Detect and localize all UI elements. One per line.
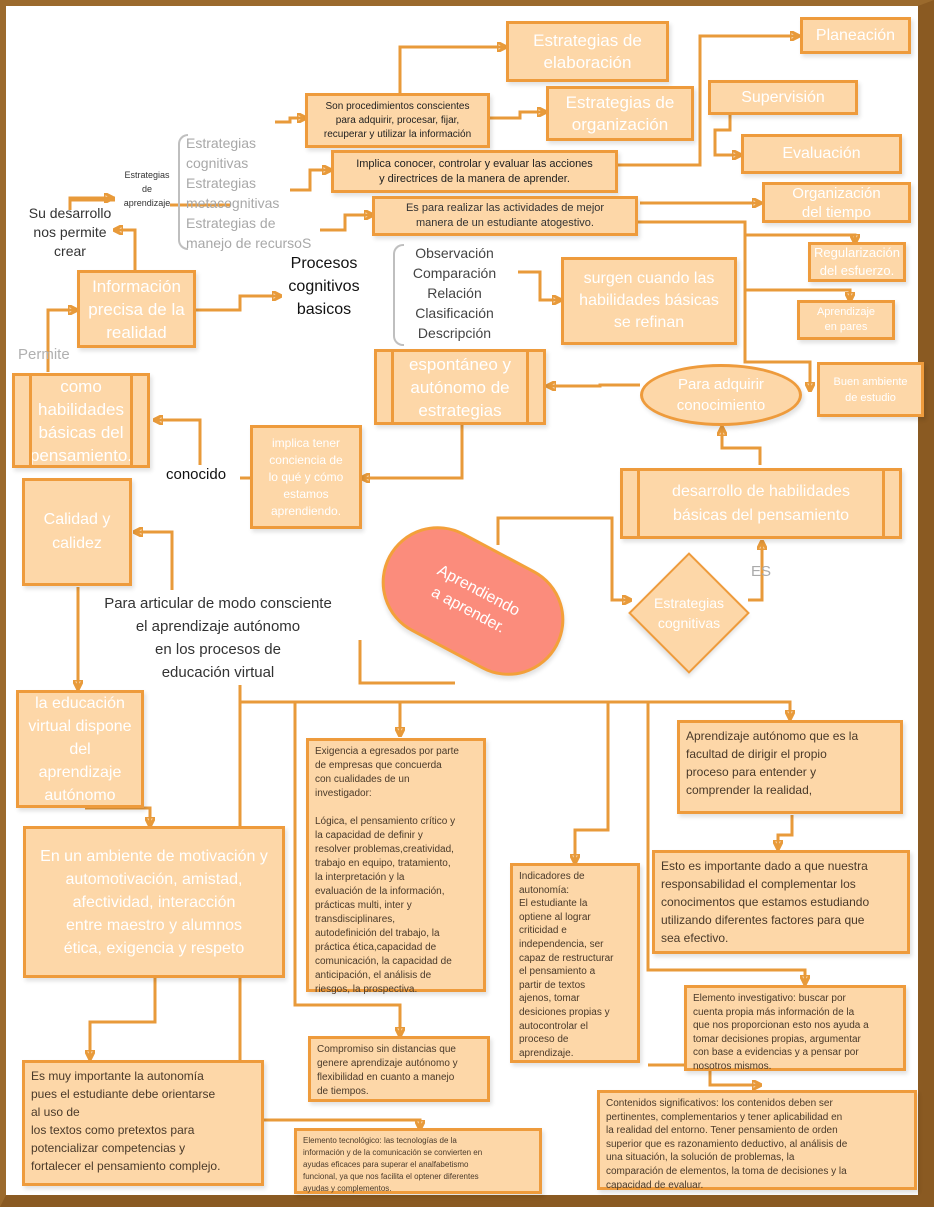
node-label: Organización del tiempo (792, 184, 881, 221)
node-label: Elemento tecnológico: las tecnologías de… (303, 1136, 483, 1193)
node-regularizacion: Regularización del esfuerzo. (808, 242, 906, 282)
estrategias-aprendizaje-label: Estrategias de aprendizaje (123, 170, 171, 208)
node-label: Regularización del esfuerzo. (814, 245, 900, 278)
procesos-bracket (393, 244, 404, 346)
node-surgen: surgen cuando las habilidades básicas se… (561, 257, 737, 345)
node-exigencia: Exigencia a egresados por parte de empre… (306, 738, 486, 995)
node-planeacion: Planeación (800, 17, 911, 54)
node-supervision: Supervisión (708, 80, 858, 115)
node-informacion-precisa: Información precisa de la realidad (77, 270, 196, 348)
node-ambiente: En un ambiente de motivación y automotiv… (23, 826, 285, 978)
node-como-habilidades: como habilidades básicas del pensamiento… (12, 373, 150, 468)
node-compromiso: Compromiso sin distancias que genere apr… (308, 1036, 490, 1102)
node-label: Es muy importante la autonomía pues el e… (31, 1069, 221, 1173)
node-organizacion-tiempo: Organización del tiempo (762, 182, 911, 223)
node-label: Son procedimientos conscientes para adqu… (323, 100, 472, 140)
node-tecnologico: Elemento tecnológico: las tecnologías de… (294, 1128, 542, 1194)
node-es-para: Es para realizar las actividades de mejo… (372, 196, 638, 236)
node-esto-importante: Esto es importante dado a que nuestra re… (652, 850, 910, 954)
node-label: surgen cuando las habilidades básicas se… (579, 270, 719, 331)
node-estrategias-elaboracion: Estrategias de elaboración (506, 21, 669, 82)
node-label: implica tener conciencia de lo qué y cóm… (268, 435, 344, 518)
node-label: Calidad y calidez (43, 511, 111, 552)
node-desarrollo-habilidades: desarrollo de habilidades básicas del pe… (620, 468, 902, 539)
node-estrategias-organizacion: Estrategias de organización (546, 86, 694, 141)
node-adquirir-conocimiento: Para adquirir conocimiento (640, 364, 802, 426)
node-label: En un ambiente de motivación y automotiv… (40, 847, 268, 957)
node-label: desarrollo de habilidades básicas del pe… (672, 482, 850, 524)
strategies-bracket (178, 134, 188, 250)
su-desarrollo-label: Su desarrollo nos permite crear (28, 205, 112, 259)
node-label: Información precisa de la realidad (88, 276, 185, 342)
node-label: Estrategias de elaboración (533, 30, 642, 72)
node-label: Compromiso sin distancias que genere apr… (317, 1044, 458, 1097)
node-investigativo: Elemento investigativo: buscar por cuent… (684, 985, 906, 1072)
tipos-estrategias-label: Estrategias cognitivas Estrategias metac… (186, 135, 312, 251)
node-implica-conocer: Implica conocer, controlar y evaluar las… (331, 150, 618, 193)
node-label: Aprendizaje autónomo que es la facultad … (686, 729, 859, 797)
articular-label: Para articular de modo consciente el apr… (104, 595, 332, 681)
node-aprendizaje-pares: Aprendizaje en pares (797, 300, 895, 340)
node-label: Aprendizaje en pares (816, 306, 876, 333)
node-label: Estrategias de organización (565, 92, 675, 134)
es-label: ES (751, 563, 772, 580)
node-label: Indicadores de autonomía: El estudiante … (519, 871, 614, 1059)
node-significativos: Contenidos significativos: los contenido… (597, 1090, 917, 1191)
node-label: Para adquirir conocimiento (676, 376, 766, 414)
node-calidad-calidez: Calidad y calidez (22, 478, 132, 586)
node-espontaneo: espontáneo y autónomo de estrategias (374, 349, 546, 425)
permite-label: Permite (18, 346, 70, 363)
node-label: Exigencia a egresados por parte de empre… (315, 746, 459, 995)
node-educacion-virtual: la educación virtual dispone del aprendi… (16, 690, 144, 808)
node-label: Implica conocer, controlar y evaluar las… (356, 157, 593, 185)
lista-procesos-label: Observación Comparación Relación Clasifi… (412, 245, 497, 341)
node-label: Elemento investigativo: buscar por cuent… (693, 993, 869, 1072)
node-label: Planeación (815, 26, 896, 44)
node-muy-importante: Es muy importante la autonomía pues el e… (22, 1060, 264, 1186)
node-label: Aprendiendo a aprender. (428, 562, 523, 637)
node-label: Buen ambiente de estudio (833, 375, 908, 404)
node-procedimientos: Son procedimientos conscientes para adqu… (305, 93, 490, 148)
node-evaluacion: Evaluación (741, 134, 902, 174)
node-aprendizaje-autonomo: Aprendizaje autónomo que es la facultad … (677, 720, 903, 814)
node-label: espontáneo y autónomo de estrategias (408, 354, 512, 420)
conocido-label: conocido (166, 466, 227, 483)
node-buen-ambiente: Buen ambiente de estudio (817, 362, 924, 417)
node-label: Contenidos significativos: los contenido… (606, 1098, 848, 1191)
node-label: como habilidades básicas del pensamiento… (29, 376, 133, 465)
node-label: la educación virtual dispone del aprendi… (28, 694, 132, 804)
node-label: Supervisión (741, 88, 825, 106)
procesos-cognitivos-label: Procesos cognitivos basicos (288, 255, 360, 318)
node-label: Es para realizar las actividades de mejo… (405, 202, 605, 229)
node-label: Estrategias cognitivas (653, 594, 725, 631)
node-label: Esto es importante dado a que nuestra re… (661, 859, 870, 945)
node-indicadores: Indicadores de autonomía: El estudiante … (510, 863, 640, 1063)
node-implica-tener: implica tener conciencia de lo qué y cóm… (250, 425, 362, 529)
node-label: Evaluación (782, 145, 861, 162)
